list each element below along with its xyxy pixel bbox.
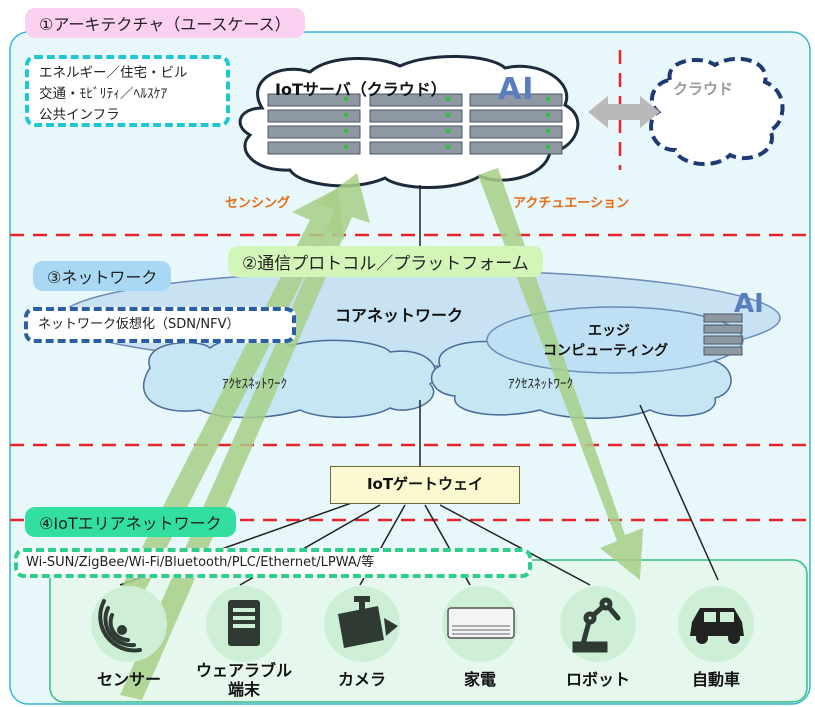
- car-icon: [690, 608, 744, 644]
- edge-label-line1: エッジ: [588, 323, 630, 339]
- external-cloud-title: クラウド: [673, 80, 734, 98]
- protocols-label: Wi-SUN/ZigBee/Wi-Fi/Bluetooth/PLC/Ethern…: [26, 555, 375, 570]
- external-cloud: [649, 56, 785, 167]
- edge-label-line2: コンピューティング: [543, 343, 669, 359]
- virtualization-label: ネットワーク仮想化（SDN/NFV）: [38, 317, 240, 332]
- section-protocol: ②通信プロトコル／プラットフォーム: [228, 246, 543, 277]
- usecase-infra: 公共インフラ: [39, 107, 120, 123]
- sensing-label: センシング: [225, 196, 291, 211]
- camera-icon: [338, 596, 398, 648]
- edge-servers: [703, 313, 743, 356]
- core-network-label: コアネットワーク: [335, 306, 464, 325]
- ai-badge-cloud: AI: [498, 72, 535, 107]
- usecase-energy: エネルギー／住宅・ビル: [39, 65, 188, 81]
- ai-badge-edge: AI: [734, 289, 764, 319]
- protocols-box: Wi-SUN/ZigBee/Wi-Fi/Bluetooth/PLC/Ethern…: [14, 548, 532, 578]
- device-label-car: 自動車: [691, 670, 740, 689]
- sensor-icon: [98, 599, 142, 653]
- cloud-link-arrow: [588, 96, 660, 128]
- iot-gateway-box: IoTゲートウェイ: [330, 466, 520, 504]
- virtualization-box: ネットワーク仮想化（SDN/NFV）: [24, 307, 296, 343]
- device-label-camera: カメラ: [337, 670, 386, 689]
- iot-server-title: IoTサーバ（クラウド）: [275, 80, 447, 99]
- section-iot-area: ④IoTエリアネットワーク: [25, 507, 236, 537]
- wearable-icon: [228, 600, 260, 646]
- section-architecture: ①アーキテクチャ（ユースケース）: [25, 8, 305, 38]
- server-racks: [267, 93, 563, 155]
- device-label-appliance: 家電: [463, 670, 496, 689]
- section-network: ③ネットワーク: [33, 261, 172, 291]
- access-network-label-1: ｱｸｾｽﾈｯﾄﾜｰｸ: [222, 377, 287, 392]
- robot-arm-icon: [572, 597, 621, 653]
- device-label-wearable: ウェアラブル端末: [195, 661, 292, 699]
- iot-gateway-label: IoTゲートウェイ: [366, 475, 484, 493]
- usecase-mobility: 交通・ﾓﾋﾞﾘﾃｨ／ﾍﾙｽｹｱ: [39, 86, 168, 102]
- usecase-box: エネルギー／住宅・ビル 交通・ﾓﾋﾞﾘﾃｨ／ﾍﾙｽｹｱ 公共インフラ: [25, 55, 230, 127]
- actuation-label: アクチュエーション: [513, 196, 630, 211]
- device-label-sensor: センサー: [96, 670, 161, 689]
- device-label-robot: ロボット: [565, 670, 630, 689]
- access-network-label-2: ｱｸｾｽﾈｯﾄﾜｰｸ: [508, 377, 573, 392]
- air-conditioner-icon: [447, 607, 515, 639]
